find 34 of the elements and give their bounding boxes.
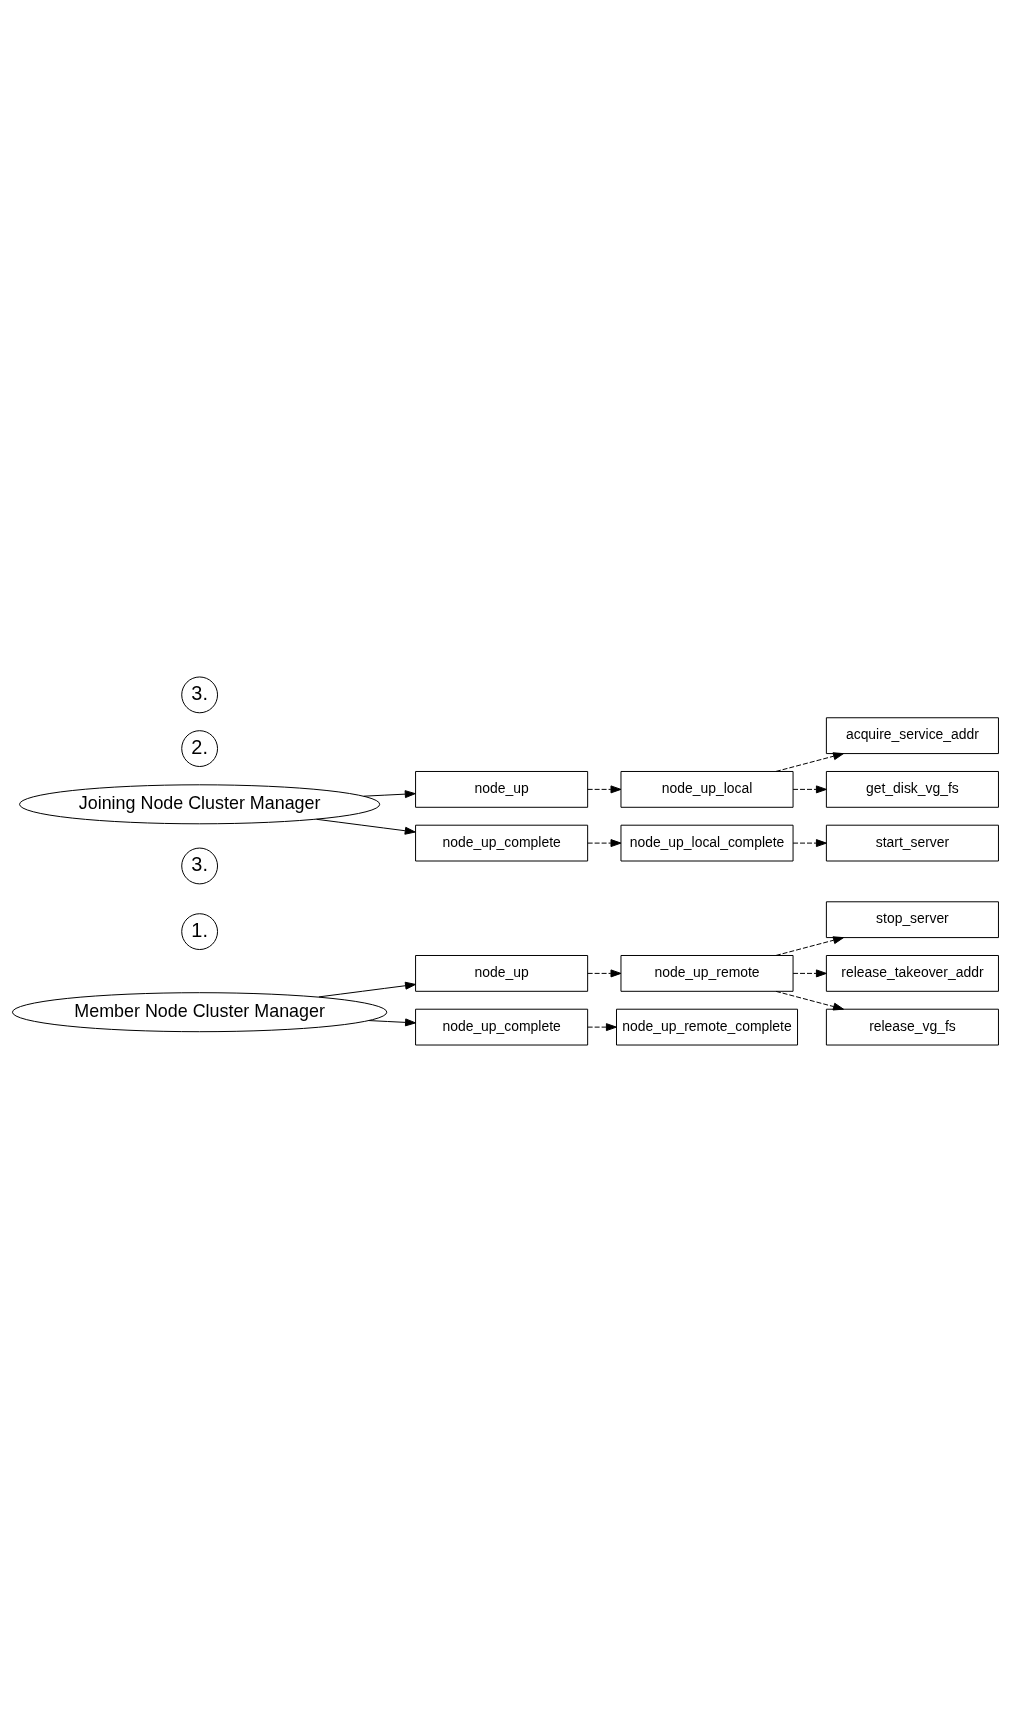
node-box: get_disk_vg_fs xyxy=(825,771,999,808)
arrow xyxy=(587,1023,617,1032)
arrow xyxy=(316,818,416,835)
node-ellipse: Member Node Cluster Manager xyxy=(11,992,388,1033)
arrow xyxy=(775,752,844,772)
arrow xyxy=(368,1018,416,1027)
node-box: acquire_service_addr xyxy=(825,717,999,755)
node-box: node_up_remote xyxy=(620,955,794,992)
arrow xyxy=(775,936,844,956)
arrow xyxy=(775,990,844,1011)
arrow xyxy=(363,790,416,799)
node-circle: 2. xyxy=(181,730,219,767)
node-box: start_server xyxy=(825,824,999,862)
node-circle: 3. xyxy=(181,847,219,885)
arrow xyxy=(792,839,827,848)
node-box: node_up xyxy=(415,771,589,808)
node-box: node_up_complete xyxy=(415,824,589,862)
arrow xyxy=(318,981,416,998)
node-circle: 3. xyxy=(181,676,219,714)
arrow xyxy=(792,969,827,978)
node-box: node_up_complete xyxy=(415,1008,589,1046)
arrow xyxy=(587,969,622,978)
node-box: node_up xyxy=(415,955,589,992)
node-box: node_up_local xyxy=(620,771,794,808)
node-box: node_up_remote_complete xyxy=(616,1008,799,1046)
node-box: stop_server xyxy=(825,901,999,939)
node-box: release_vg_fs xyxy=(825,1008,999,1046)
arrow xyxy=(587,839,622,848)
arrow xyxy=(587,785,622,794)
node-circle: 1. xyxy=(181,913,219,951)
arrow xyxy=(792,785,827,794)
node-ellipse: Joining Node Cluster Manager xyxy=(19,784,381,825)
node-box: release_takeover_addr xyxy=(825,955,999,992)
node-box: node_up_local_complete xyxy=(620,824,794,862)
